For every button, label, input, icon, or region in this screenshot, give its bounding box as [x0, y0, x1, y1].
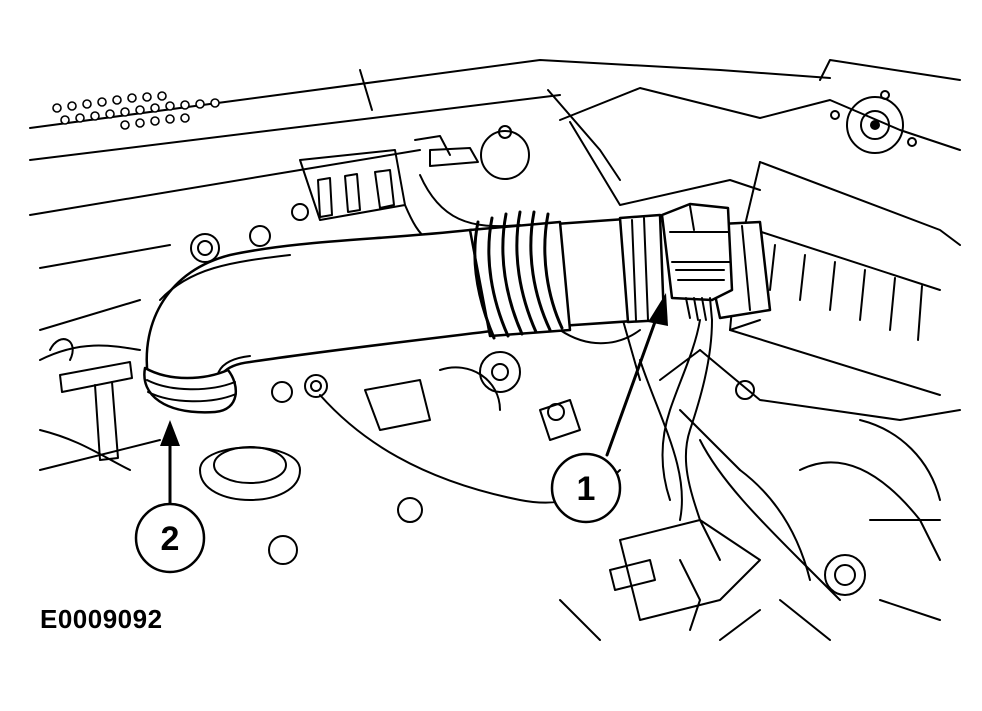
callout-2: 2	[134, 420, 206, 574]
callout-1-label: 1	[577, 470, 596, 508]
air-intake-hose	[143, 210, 666, 414]
maf-connector	[660, 202, 741, 521]
callout-1: 1	[550, 293, 668, 524]
vent-holes	[52, 91, 220, 130]
figure-id-label: E0009092	[40, 604, 163, 634]
cowl-panel	[29, 59, 831, 269]
strut-mount	[830, 90, 917, 154]
callout-2-label: 2	[161, 520, 180, 558]
